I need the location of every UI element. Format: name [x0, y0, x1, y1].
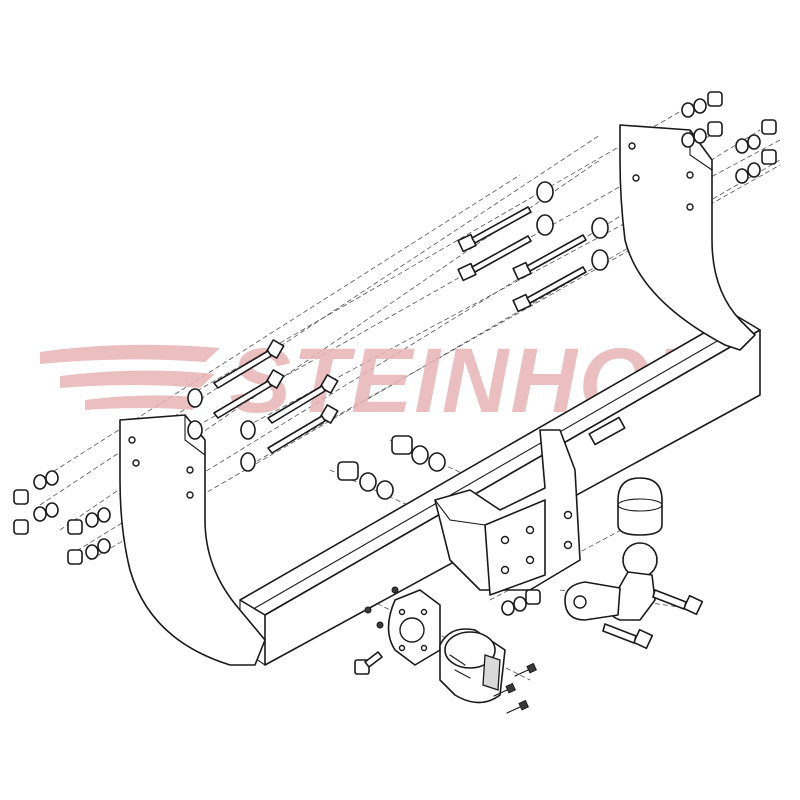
tow-ball-cover: [617, 477, 663, 536]
small-nut-icon: [391, 586, 399, 594]
nut-icon: [337, 461, 359, 481]
left-mounting-bracket: [119, 414, 266, 666]
right-mounting-bracket: [619, 124, 756, 351]
bolt-icon: [457, 235, 532, 282]
screw-icon: [493, 682, 516, 697]
nut-icon: [67, 519, 83, 535]
nut-icon: [761, 119, 777, 135]
bolt-icon: [267, 404, 339, 454]
central-receiver-block: [434, 429, 581, 596]
socket-mounting-plate: [387, 589, 441, 666]
right-bolt-washers: [536, 181, 609, 271]
nut-icon: [391, 435, 413, 455]
nut-icon: [67, 549, 83, 565]
washer-icon: [591, 249, 609, 271]
nut-icon: [13, 519, 29, 535]
bolt-icon: [602, 623, 654, 650]
screw-icon: [514, 662, 537, 677]
bolt-icon: [652, 589, 704, 616]
left-long-bolts: [213, 339, 339, 454]
center-nut-stacks: [337, 435, 541, 616]
tow-ball-bolts: [602, 589, 704, 650]
nut-icon: [707, 121, 723, 137]
small-nut-icon: [376, 621, 384, 629]
bolt-icon: [512, 234, 587, 281]
nut-icon: [525, 589, 541, 605]
tow-ball-flange: [564, 581, 621, 621]
screw-icon: [506, 699, 529, 714]
washer-icon: [187, 420, 203, 440]
bolt-icon: [213, 339, 285, 389]
washer-icon: [240, 420, 256, 440]
watermark-swoosh-icon: [40, 344, 220, 410]
left-nut-cluster: [13, 470, 111, 565]
bolt-icon: [213, 369, 285, 419]
right-long-bolts: [457, 206, 587, 313]
nut-icon: [13, 489, 29, 505]
bolt-icon: [457, 206, 532, 253]
washer-icon: [536, 181, 554, 203]
small-nut-icon: [364, 606, 372, 614]
right-nut-cluster: [681, 91, 777, 184]
washer-icon: [591, 217, 609, 239]
electric-socket: [439, 628, 506, 704]
socket-screws: [493, 662, 537, 714]
socket-fasteners: [354, 586, 399, 675]
washer-icon: [536, 214, 554, 236]
nut-icon: [707, 91, 723, 107]
bolt-icon: [267, 374, 339, 424]
tow-ball-assembly: [564, 477, 663, 621]
washer-icon: [240, 452, 256, 472]
bolt-icon: [354, 651, 383, 675]
bolt-icon: [512, 266, 587, 313]
left-bolt-washers: [187, 388, 256, 472]
nut-icon: [761, 149, 777, 165]
main-cross-beam: [239, 314, 761, 666]
washer-icon: [187, 388, 203, 408]
